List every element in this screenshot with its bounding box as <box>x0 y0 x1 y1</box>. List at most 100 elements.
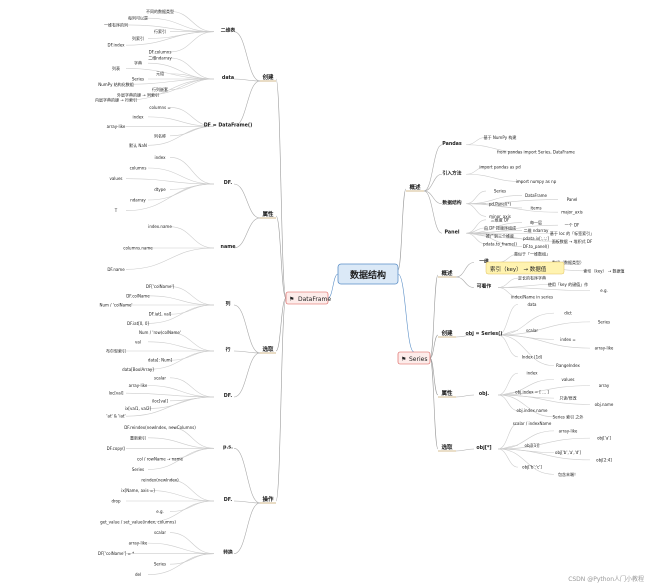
center-node[interactable]: 数据结构 <box>337 263 399 285</box>
group-label: 概述 <box>409 183 421 191</box>
connector-line <box>125 247 215 270</box>
leaf-label: pdata.ix[:,:,:] <box>523 236 549 241</box>
leaf-label: e.g. <box>156 509 164 514</box>
connector-line <box>169 157 215 185</box>
leaf-label: major_axis <box>561 210 583 215</box>
connector-line <box>125 178 215 185</box>
dataframe-node-box <box>285 291 329 305</box>
dataframe-node[interactable]: DataFrame ⚑ <box>285 291 331 305</box>
leaf-label: scalar <box>154 530 166 535</box>
group-label: 概述 <box>441 269 453 277</box>
connector-line <box>429 334 439 359</box>
leaf-label: 布尔型索引 <box>106 348 126 354</box>
connector-line <box>465 232 523 247</box>
connector-line <box>465 190 487 205</box>
leaf-label: minor_axis <box>489 214 511 219</box>
leaf-label: Series 索引 之外 <box>553 413 584 419</box>
connector-line <box>497 334 555 366</box>
leaf-label: T <box>114 208 118 213</box>
leaf-label: array-like <box>129 541 148 546</box>
connector-line <box>125 31 215 46</box>
item-label: 引入方法 <box>442 169 461 176</box>
leaf-label: 默认 NaN <box>129 142 147 148</box>
leaf-label: index <box>155 155 167 160</box>
connector-line <box>125 78 215 85</box>
series-node-box <box>397 351 431 365</box>
leaf-label: 元组 <box>156 70 164 76</box>
leaf-label: 重新索引 <box>130 434 146 440</box>
leaf-label: pd.Panel(*) <box>489 201 512 206</box>
leaf-label: index = <box>560 337 576 342</box>
left-item[interactable]: DF.reindex(newIndex)ix[Name, axis =]drop… <box>100 477 232 524</box>
right-item[interactable]: obj = Series()datadictSeriesscalarindex … <box>466 302 614 368</box>
right-item[interactable]: 数据结构SeriesDataFramePanelpd.Panel(*)items… <box>442 189 582 219</box>
leaf-label: obj.index = [ ... ] <box>515 389 549 394</box>
connector-line <box>125 183 215 211</box>
left-group-ops[interactable]: 操作p.s.DF.reindex(newIndex, newColumns)重新… <box>98 425 276 577</box>
group-label: 属性 <box>441 389 453 397</box>
connector-line <box>497 321 591 336</box>
connector-line <box>275 78 287 299</box>
right-item[interactable]: obj[*]scalar / indexNamearray-likeobj['a… <box>476 421 612 477</box>
connector-line <box>233 183 261 219</box>
connector-line <box>497 372 519 396</box>
leaf-label: 行索引 <box>154 28 166 34</box>
item-label: DF = DataFrame() <box>204 122 253 128</box>
series-node[interactable]: Series ⚑ <box>397 351 431 365</box>
series-node-label: Series <box>409 356 427 363</box>
leaf-label: 列名称 <box>154 132 166 138</box>
callout-note: 索引（key） → 数据值 <box>485 261 565 275</box>
leaf-label: scalar / indexName <box>513 421 552 426</box>
left-group-create[interactable]: 创建二维表不同的数据类型每列可以是一维有序的列行索引列索引DF.indexDF.… <box>95 8 276 148</box>
leaf-label: 列索引 <box>132 35 144 41</box>
connector-line <box>497 287 591 291</box>
leaf-label: values <box>109 176 122 181</box>
connector-line <box>455 276 475 288</box>
left-item[interactable]: 二维表不同的数据类型每列可以是一维有序的列行索引列索引DF.indexDF.co… <box>104 8 235 55</box>
left-item[interactable]: DF = DataFrame()columns =indexarray-like… <box>107 105 253 148</box>
leaf-label: DF.iat[, val] <box>149 312 172 317</box>
center-node-box <box>337 263 399 285</box>
connector-line <box>275 215 287 299</box>
connector-line <box>497 385 591 396</box>
connector-line <box>465 144 523 153</box>
leaf-label: obj['a'] <box>597 436 611 441</box>
item-label: DF. <box>224 180 233 186</box>
connector-line <box>169 304 215 315</box>
leaf-label: NumPy 结构化数组 <box>98 81 133 87</box>
left-group-attr[interactable]: 属性DF.indexcolumnsvaluesdtypendarrayTname… <box>107 155 276 272</box>
dataframe-node-label: DataFrame <box>298 296 331 303</box>
leaf-label: 每列可以是 <box>128 15 148 21</box>
leaf-label: obj[2:4] <box>596 457 612 462</box>
left-item[interactable]: p.s.DF.reindex(newIndex, newColumns)重新索引… <box>107 425 233 472</box>
leaf-label: 面板数据 → 堆积式 DF <box>552 238 593 244</box>
connector-line <box>169 500 215 512</box>
left-item[interactable]: DF.scalararray-likeloc[val]iloc[val]ix[v… <box>106 375 232 418</box>
connector-line <box>397 273 415 353</box>
leaf-label: Series <box>598 319 610 324</box>
connector-line <box>233 350 261 354</box>
connector-line <box>147 167 215 185</box>
connector-lines <box>125 11 591 576</box>
connector-line <box>169 78 215 90</box>
connector-line <box>455 334 475 338</box>
item-label: 二维表 <box>221 27 236 34</box>
